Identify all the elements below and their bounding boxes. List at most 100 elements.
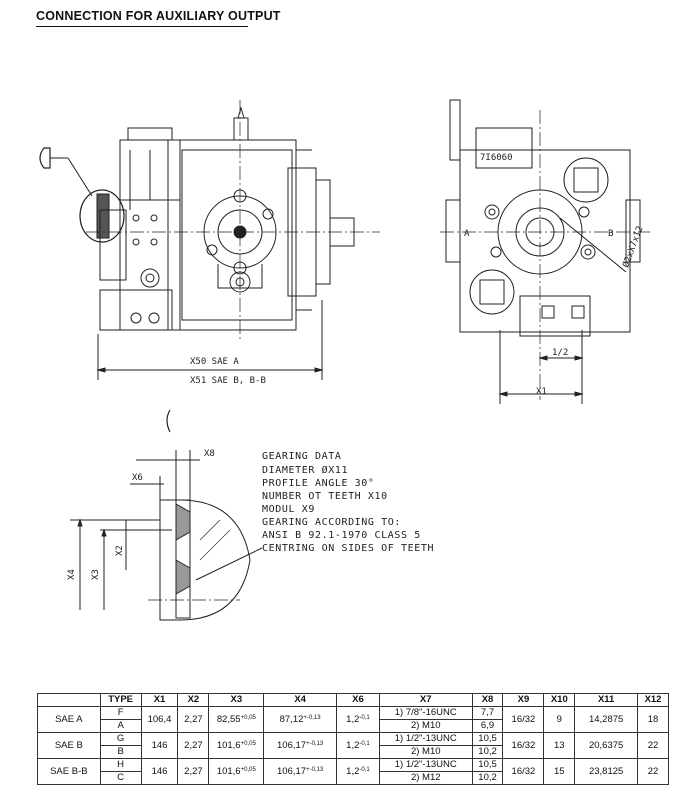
- x4-cell: 87,12+-0,13: [263, 706, 338, 733]
- x7-cell: 2) M10: [378, 719, 473, 733]
- x9-cell: 16/32: [502, 758, 545, 785]
- table-header-cell: [37, 693, 101, 707]
- table-header-cell: X7: [378, 693, 473, 707]
- x6-tolerance: -0,1: [359, 766, 370, 773]
- row-name: SAE B-B: [37, 758, 101, 785]
- label-x50: X50 SAE A: [190, 357, 239, 367]
- x6-cell: 1,2-0,1: [336, 706, 380, 733]
- table-header-cell: X11: [574, 693, 639, 707]
- x4-tolerance: +-0,13: [306, 740, 324, 747]
- table-header-row: TYPE X1 X2 X3 X4 X6 X7 X8 X9 X10 X11 X12: [37, 693, 669, 707]
- x8-cell: 10,2: [471, 771, 504, 785]
- x3-tolerance: +0,05: [240, 740, 256, 747]
- page-title: CONNECTION FOR AUXILIARY OUTPUT: [36, 9, 281, 23]
- x3-value: 82,55: [216, 713, 241, 725]
- gearing-note-line: CENTRING ON SIDES OF TEETH: [262, 543, 434, 554]
- label-x4: X4: [67, 569, 77, 580]
- label-x3: X3: [91, 569, 101, 580]
- x10-cell: 9: [543, 706, 576, 733]
- x3-tolerance: +0,05: [240, 714, 256, 721]
- gearing-note-line: PROFILE ANGLE 30°: [262, 478, 375, 489]
- label-port-b: B: [608, 229, 613, 239]
- side-view-drawing: [39, 100, 380, 380]
- x7-cell: 1) 7/8"-16UNC: [378, 706, 473, 720]
- label-part-number: 7I6060: [480, 153, 513, 163]
- x9-cell: 16/32: [502, 732, 545, 759]
- gearing-note-line: DIAMETER ØX11: [262, 464, 348, 476]
- type-cell: B: [99, 745, 142, 759]
- x8-cell: 10,5: [471, 758, 504, 772]
- label-port-a: A: [464, 229, 470, 239]
- table-header-cell: X2: [177, 693, 210, 707]
- x2-cell: 2,27: [177, 706, 210, 733]
- x4-value: 87,12: [279, 713, 304, 725]
- x6-value: 1,2: [346, 739, 360, 751]
- front-view-drawing: [440, 99, 650, 404]
- x3-cell: 101,6+0,05: [208, 732, 265, 759]
- x9-cell: 16/32: [502, 706, 545, 733]
- type-cell: H: [99, 758, 142, 772]
- table-header-cell: X10: [543, 693, 576, 707]
- table-header-cell: X8: [471, 693, 504, 707]
- x7-cell: 1) 1/2"-13UNC: [378, 758, 473, 772]
- label-half: 1/2: [552, 348, 568, 358]
- x1-cell: 146: [140, 732, 179, 759]
- x1-cell: 106,4: [140, 706, 179, 733]
- label-thread: Ø2xX7x12: [620, 225, 645, 270]
- x3-value: 101,6: [216, 765, 241, 777]
- title-underline: [36, 26, 248, 27]
- table-header-cell: X6: [336, 693, 380, 707]
- gearing-note-line: ANSI B 92.1-1970 CLASS 5: [262, 530, 421, 541]
- technical-drawing: X50 SAE A X51 SAE B, B-B X1 1/2 A B Ø2xX…: [39, 99, 650, 621]
- x6-cell: 1,2-0,1: [336, 758, 380, 785]
- x12-cell: 18: [637, 706, 669, 733]
- x10-cell: 15: [543, 758, 576, 785]
- label-x8: X8: [204, 449, 215, 459]
- table-row: SAE B G 146 2,27 101,6+0,05 106,17+-0,13…: [37, 732, 669, 759]
- x6-value: 1,2: [346, 765, 360, 777]
- gearing-note-line: MODUL X9: [262, 504, 315, 515]
- table-header-cell: X12: [637, 693, 669, 707]
- gearing-note-line: NUMBER OT TEETH X10: [262, 491, 388, 502]
- x6-cell: 1,2-0,1: [336, 732, 380, 759]
- table-header-cell: X4: [263, 693, 338, 707]
- type-cell: C: [99, 771, 142, 785]
- x6-tolerance: -0,1: [359, 740, 370, 747]
- table-row: SAE B-B H 146 2,27 101,6+0,05 106,17+-0,…: [37, 758, 669, 785]
- x11-cell: 23,8125: [574, 758, 639, 785]
- table-header-cell: X3: [208, 693, 265, 707]
- x7-cell: 1) 1/2"-13UNC: [378, 732, 473, 746]
- x6-tolerance: -0,1: [359, 714, 370, 721]
- x2-cell: 2,27: [177, 732, 210, 759]
- x4-tolerance: +-0,13: [303, 714, 321, 721]
- label-x2: X2: [115, 545, 125, 556]
- table-header-cell: TYPE: [99, 693, 142, 707]
- x12-cell: 22: [637, 758, 669, 785]
- x4-cell: 106,17+-0,13: [263, 758, 338, 785]
- label-x6: X6: [132, 473, 143, 483]
- detail-view-drawing: [70, 409, 263, 621]
- x3-value: 101,6: [216, 739, 241, 751]
- x1-cell: 146: [140, 758, 179, 785]
- table-header-cell: X1: [140, 693, 179, 707]
- table-row: B 2) M10 10,2: [38, 745, 669, 759]
- type-cell: F: [99, 706, 142, 720]
- gearing-note-line: GEARING DATA: [262, 451, 341, 462]
- x4-tolerance: +-0,13: [306, 766, 324, 773]
- gearing-note-line: GEARING ACCORDING TO:: [262, 517, 401, 528]
- x8-cell: 6,9: [471, 719, 504, 733]
- x7-cell: 2) M12: [378, 771, 473, 785]
- x7-cell: 2) M10: [378, 745, 473, 759]
- row-name: SAE A: [37, 706, 101, 733]
- x6-value: 1,2: [346, 713, 360, 725]
- table-row: SAE A F 106,4 2,27 82,55+0,05 87,12+-0,1…: [37, 706, 669, 733]
- x11-cell: 20,6375: [574, 732, 639, 759]
- x4-value: 106,17: [277, 765, 307, 777]
- x3-cell: 101,6+0,05: [208, 758, 265, 785]
- label-x1: X1: [536, 387, 547, 397]
- gearing-notes: GEARING DATA DIAMETER ØX11 PROFILE ANGLE…: [262, 451, 434, 554]
- row-name: SAE B: [37, 732, 101, 759]
- x3-cell: 82,55+0,05: [208, 706, 265, 733]
- table-row: C 2) M12 10,2: [38, 771, 669, 785]
- x4-cell: 106,17+-0,13: [263, 732, 338, 759]
